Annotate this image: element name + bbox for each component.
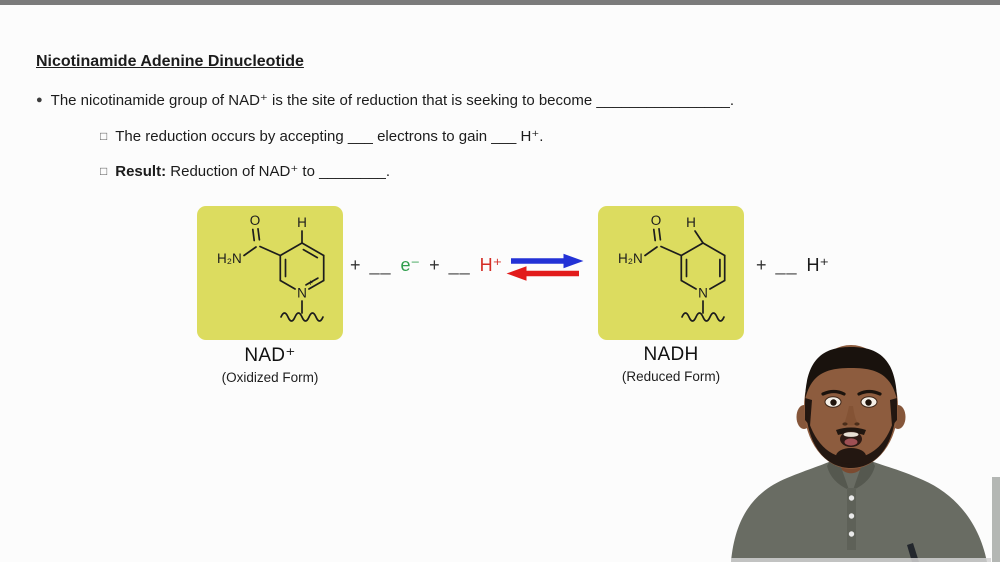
nadh-name: NADH: [643, 344, 699, 365]
atom-h2n: H₂N: [217, 251, 242, 266]
main-bullet-text: The nicotinamide group of NAD⁺ is the si…: [50, 92, 735, 109]
presenter-hair: [805, 347, 897, 400]
collar-right: [853, 459, 875, 490]
charge-plus: +: [308, 278, 314, 289]
result-label: Result:: [115, 163, 167, 180]
atom-o: O: [651, 213, 662, 228]
proton-symbol: H⁺: [806, 255, 830, 275]
proton-count-blank: __: [775, 255, 798, 275]
square-bullet-icon: □: [100, 164, 108, 178]
page-title: Nicotinamide Adenine Dinucleotide: [36, 53, 304, 70]
bullet-icon: ●: [36, 94, 43, 106]
sub-bullet-2-text: Reduction of NAD⁺ to ________.: [170, 163, 390, 180]
presenter-shirt: [731, 459, 987, 562]
sub-bullet-1-text: The reduction occurs by accepting ___ el…: [115, 128, 544, 145]
atom-n-plus: N: [297, 286, 307, 301]
proton-symbol: H⁺: [479, 255, 503, 275]
nad-plus-structure: H O H₂N N +: [217, 213, 325, 322]
proton-count-blank: __: [448, 255, 471, 275]
nadh-structure: H O H₂N N: [618, 213, 726, 322]
sub-bullet-2-line: □ Result: Reduction of NAD⁺ to ________.: [100, 162, 390, 180]
nad-plus-label-block: NAD⁺ (Oxidized Form): [197, 344, 343, 385]
main-bullet-line: ● The nicotinamide group of NAD⁺ is the s…: [36, 91, 734, 109]
atom-h: H: [686, 215, 696, 230]
plus-sign: +: [350, 255, 361, 275]
atom-h2n: H₂N: [618, 251, 643, 266]
wavy-bond: [681, 312, 725, 322]
collar-left: [827, 459, 849, 490]
oxidized-form-caption: (Oxidized Form): [221, 370, 319, 385]
presenter-beard: [806, 412, 896, 468]
reduced-form-caption: (Reduced Form): [621, 369, 721, 384]
sub-bullet-1-line: □ The reduction occurs by accepting ___ e…: [100, 127, 543, 145]
wavy-bond: [280, 312, 324, 322]
nadh-highlight-box: H O H₂N N: [598, 206, 744, 340]
atom-n: N: [698, 286, 708, 301]
nad-plus-name: NAD⁺: [244, 345, 296, 366]
pen: [907, 543, 919, 562]
nad-plus-highlight-box: H O H₂N N +: [197, 206, 343, 340]
electron-symbol: e⁻: [400, 255, 421, 275]
equation-middle: + __ e⁻ + __ H⁺: [350, 252, 502, 278]
plus-sign: +: [429, 255, 440, 275]
top-border-bar: [0, 0, 1000, 5]
nadh-label-block: NADH (Reduced Form): [598, 344, 744, 384]
square-bullet-icon: □: [100, 129, 108, 143]
equation-right: + __ H⁺: [756, 252, 829, 278]
atom-o: O: [250, 213, 261, 228]
presenter-video: [731, 345, 1000, 562]
electron-count-blank: __: [369, 255, 392, 275]
atom-h: H: [297, 215, 307, 230]
plus-sign: +: [756, 255, 767, 275]
equilibrium-arrows-icon: [506, 253, 584, 281]
